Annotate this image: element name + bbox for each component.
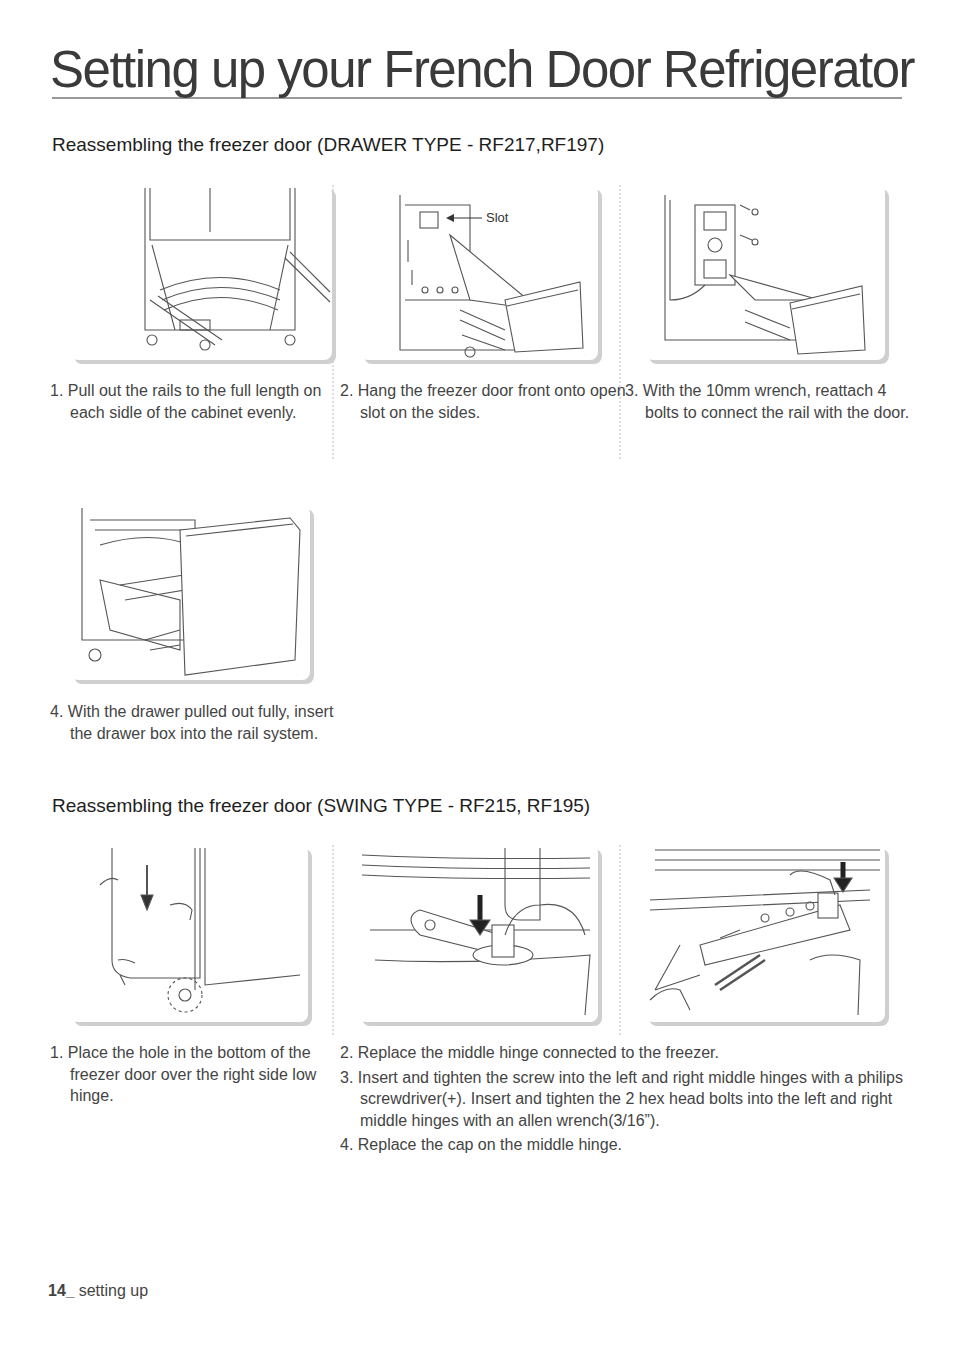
page-title: Setting up your French Door Refrigerator: [50, 40, 914, 99]
rails-drawing: [145, 188, 330, 350]
middle-hinge-drawing: [362, 848, 590, 1015]
section-heading: Reassembling the freezer door (DRAWER TY…: [52, 134, 604, 156]
door-hinge-drawing: [100, 848, 300, 1012]
step-text: 3. Insert and tighten the screw into the…: [340, 1067, 920, 1132]
step-text: 4. With the drawer pulled out fully, ins…: [50, 701, 345, 744]
bolts-drawing: [665, 195, 865, 354]
step-text: 1. Pull out the rails to the full length…: [50, 380, 352, 423]
slot-drawing: [400, 195, 583, 357]
part-label: Slot: [485, 210, 509, 225]
footer-text: setting up: [79, 1282, 148, 1300]
hinge-screws-drawing: [650, 850, 880, 1015]
slot-leader: [446, 214, 482, 222]
step-text: 2. Hang the freezer door front onto open…: [340, 380, 632, 423]
step-text: 4. Replace the cap on the middle hinge.: [340, 1134, 920, 1156]
page-number: 14_: [48, 1282, 75, 1300]
column-dividers: [333, 185, 620, 1035]
step-text: 1. Place the hole in the bottom of the f…: [50, 1042, 345, 1107]
illustration-panels: [70, 185, 889, 1026]
step-text: 2. Replace the middle hinge connected to…: [340, 1042, 920, 1064]
step-text: 3. With the 10mm wrench, reattach 4 bolt…: [625, 380, 920, 423]
drawer-drawing: [82, 508, 300, 675]
section-heading: Reassembling the freezer door (SWING TYP…: [52, 795, 590, 817]
